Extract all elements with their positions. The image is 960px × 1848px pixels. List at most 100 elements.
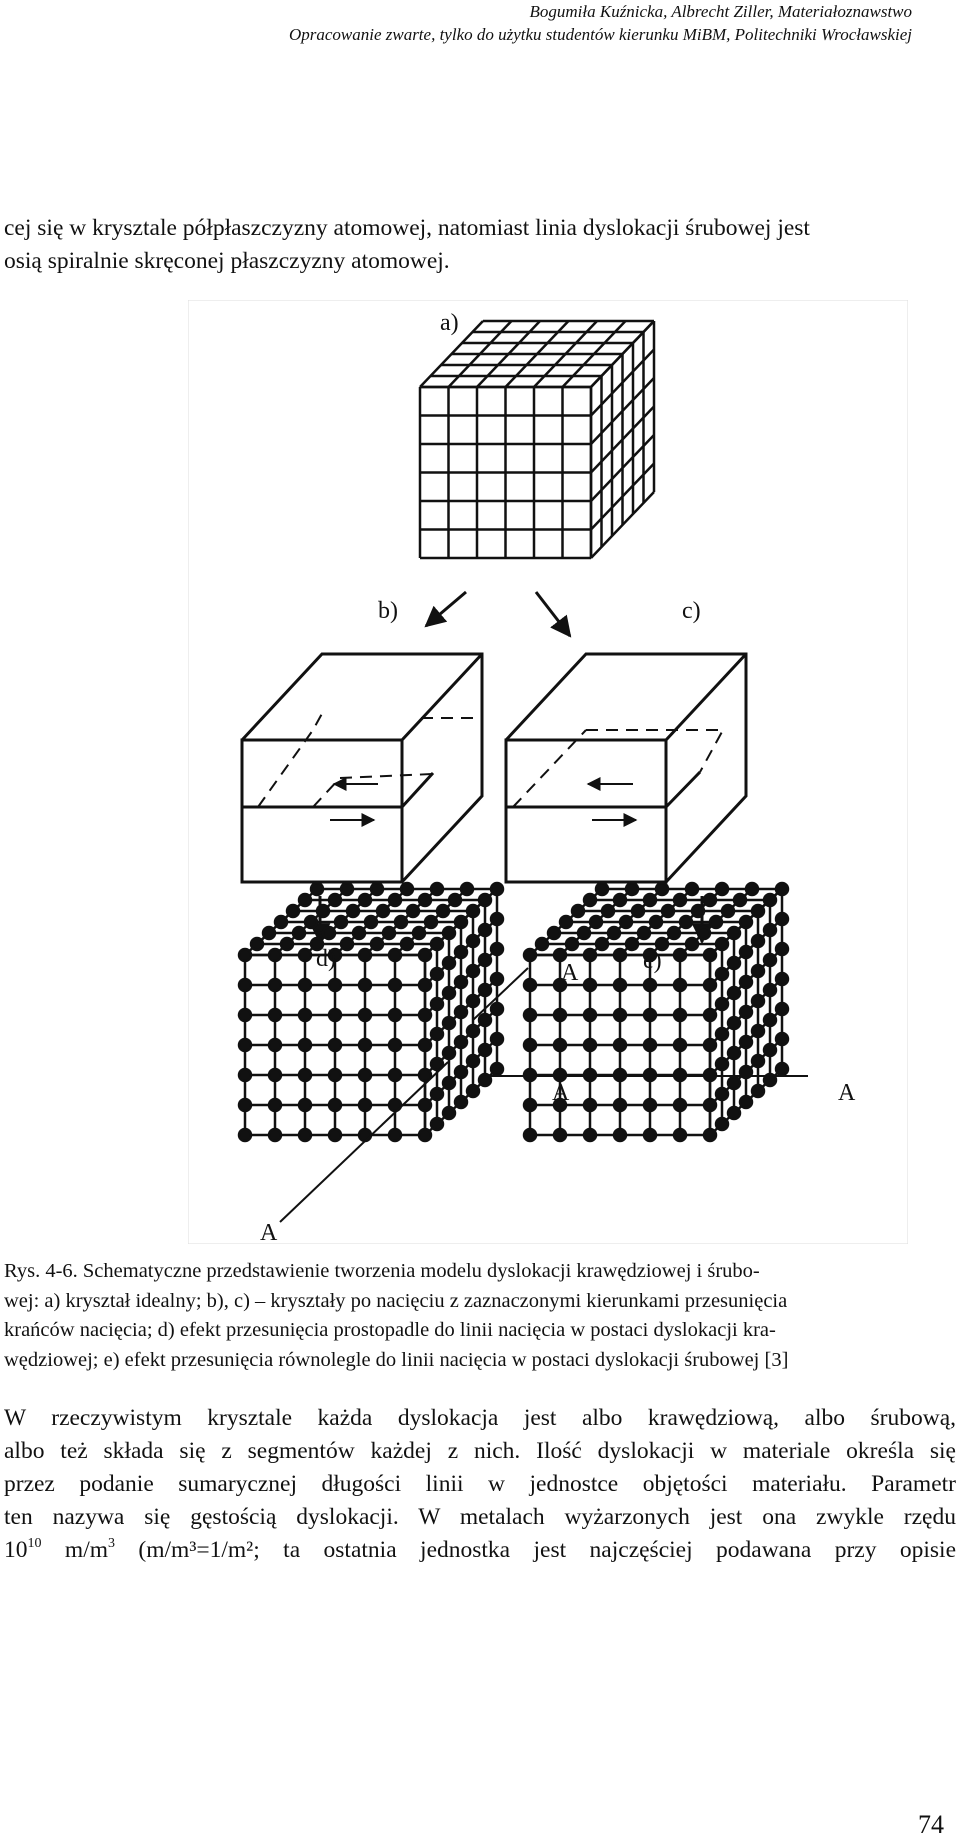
atom-node: [357, 892, 373, 908]
atom-node: [612, 947, 628, 963]
atom-node: [465, 963, 481, 979]
atom-node: [375, 903, 391, 919]
atom-node: [429, 966, 445, 982]
atom-node: [702, 1007, 718, 1023]
atom-node: [612, 892, 628, 908]
atom-node: [417, 1097, 433, 1113]
caption-line: wędziowej; e) efekt przesunięcia równole…: [4, 1348, 789, 1371]
atom-node: [744, 881, 760, 897]
atom-node: [489, 881, 505, 897]
atom-node: [732, 892, 748, 908]
atom-node: [552, 947, 568, 963]
atom-node: [636, 925, 652, 941]
grid-line: [561, 320, 627, 388]
atom-node: [405, 903, 421, 919]
atom-node: [642, 1097, 658, 1113]
atom-node: [297, 1067, 313, 1083]
paragraph-line-density: 1010 m/m3 (m/m³=1/m²; ta ostatnia jednos…: [4, 1534, 956, 1567]
atom-node: [489, 1001, 505, 1017]
atom-node: [441, 925, 457, 941]
atom-node: [624, 881, 640, 897]
atom-node: [297, 977, 313, 993]
atom-node: [558, 914, 574, 930]
label-A-bottom-d: A: [260, 1220, 278, 1244]
atom-node: [489, 911, 505, 927]
atom-node: [357, 1097, 373, 1113]
atom-node: [351, 925, 367, 941]
atom-node: [477, 952, 493, 968]
atom-node: [684, 936, 700, 952]
atom-node: [453, 1034, 469, 1050]
atom-node: [465, 933, 481, 949]
atom-node: [429, 1056, 445, 1072]
atom-node: [762, 952, 778, 968]
atom-node: [357, 1127, 373, 1143]
paragraph-line: W rzeczywistym krysztale każda dyslokacj…: [4, 1405, 956, 1431]
paragraph-dislocation-density: W rzeczywistym krysztale każda dyslokacj…: [4, 1402, 956, 1567]
density-unit: m/m: [41, 1537, 108, 1563]
atom-node: [582, 1097, 598, 1113]
header-note: Opracowanie zwarte, tylko do użytku stud…: [288, 25, 912, 44]
atom-node: [606, 925, 622, 941]
density-exponent: 10: [27, 1536, 42, 1551]
atom-node: [642, 892, 658, 908]
paragraph-intro: cej się w krysztale półpłaszczyzny atomo…: [4, 212, 956, 278]
atom-node: [237, 1067, 253, 1083]
atom-node: [417, 892, 433, 908]
atom-node: [237, 1007, 253, 1023]
atom-node: [702, 1037, 718, 1053]
atom-node: [666, 925, 682, 941]
label-A-right-e: A: [838, 1080, 856, 1106]
atom-node: [441, 1075, 457, 1091]
atom-node: [702, 1127, 718, 1143]
paragraph-line: ten nazywa się gęstością dyslokacji. W m…: [4, 1504, 956, 1530]
atom-node: [714, 881, 730, 897]
atom-node: [339, 881, 355, 897]
atom-node: [774, 1061, 790, 1077]
caption-line: Rys. 4-6. Schematyczne przedstawienie tw…: [4, 1260, 760, 1282]
atom-node: [489, 1031, 505, 1047]
atom-node: [762, 1042, 778, 1058]
crystal-block-cut-c: [504, 652, 748, 884]
atom-node: [762, 922, 778, 938]
atom-node: [672, 1007, 688, 1023]
label-A-top-d: A: [561, 960, 579, 986]
atom-node: [357, 1037, 373, 1053]
density-unit-exponent: 3: [108, 1536, 115, 1551]
atom-node: [387, 892, 403, 908]
atom-node: [642, 947, 658, 963]
header-authors: Bogumiła Kuźnicka, Albrecht Ziller, Mate…: [529, 2, 913, 21]
atom-node: [441, 985, 457, 1001]
atom-node: [552, 1097, 568, 1113]
atom-node: [774, 881, 790, 897]
paragraph-line: osią spiralnie skręconej płaszczyzny ato…: [4, 248, 450, 274]
atom-node: [381, 925, 397, 941]
atom-node: [309, 881, 325, 897]
atom-node: [417, 1037, 433, 1053]
atom-node: [489, 971, 505, 987]
paragraph-line: albo też składa się z segmentów każdej z…: [4, 1438, 956, 1464]
atom-node: [453, 1064, 469, 1080]
atom-node: [696, 925, 712, 941]
atom-node: [297, 892, 313, 908]
atom-node: [714, 936, 730, 952]
figure-dislocation-model: a) b) c) d) e) A A A A: [188, 300, 908, 1244]
arrow-a-to-c: [534, 591, 572, 638]
atom-node: [726, 1045, 742, 1061]
atom-node: [309, 936, 325, 952]
atom-node: [534, 936, 550, 952]
atom-node: [750, 933, 766, 949]
atom-node: [417, 1067, 433, 1083]
atom-node: [672, 947, 688, 963]
atom-node: [582, 947, 598, 963]
atom-node: [600, 903, 616, 919]
label-A-left-e: A: [552, 1080, 570, 1106]
atom-node: [315, 903, 331, 919]
atom-node: [570, 903, 586, 919]
atom-node: [237, 1127, 253, 1143]
paragraph-line: przez podanie sumarycznej długości linii…: [4, 1471, 956, 1497]
atom-node: [477, 892, 493, 908]
caption-line: krańców nacięcia; d) efekt przesunięcia …: [4, 1319, 776, 1341]
atom-node: [465, 903, 481, 919]
atom-node: [447, 892, 463, 908]
